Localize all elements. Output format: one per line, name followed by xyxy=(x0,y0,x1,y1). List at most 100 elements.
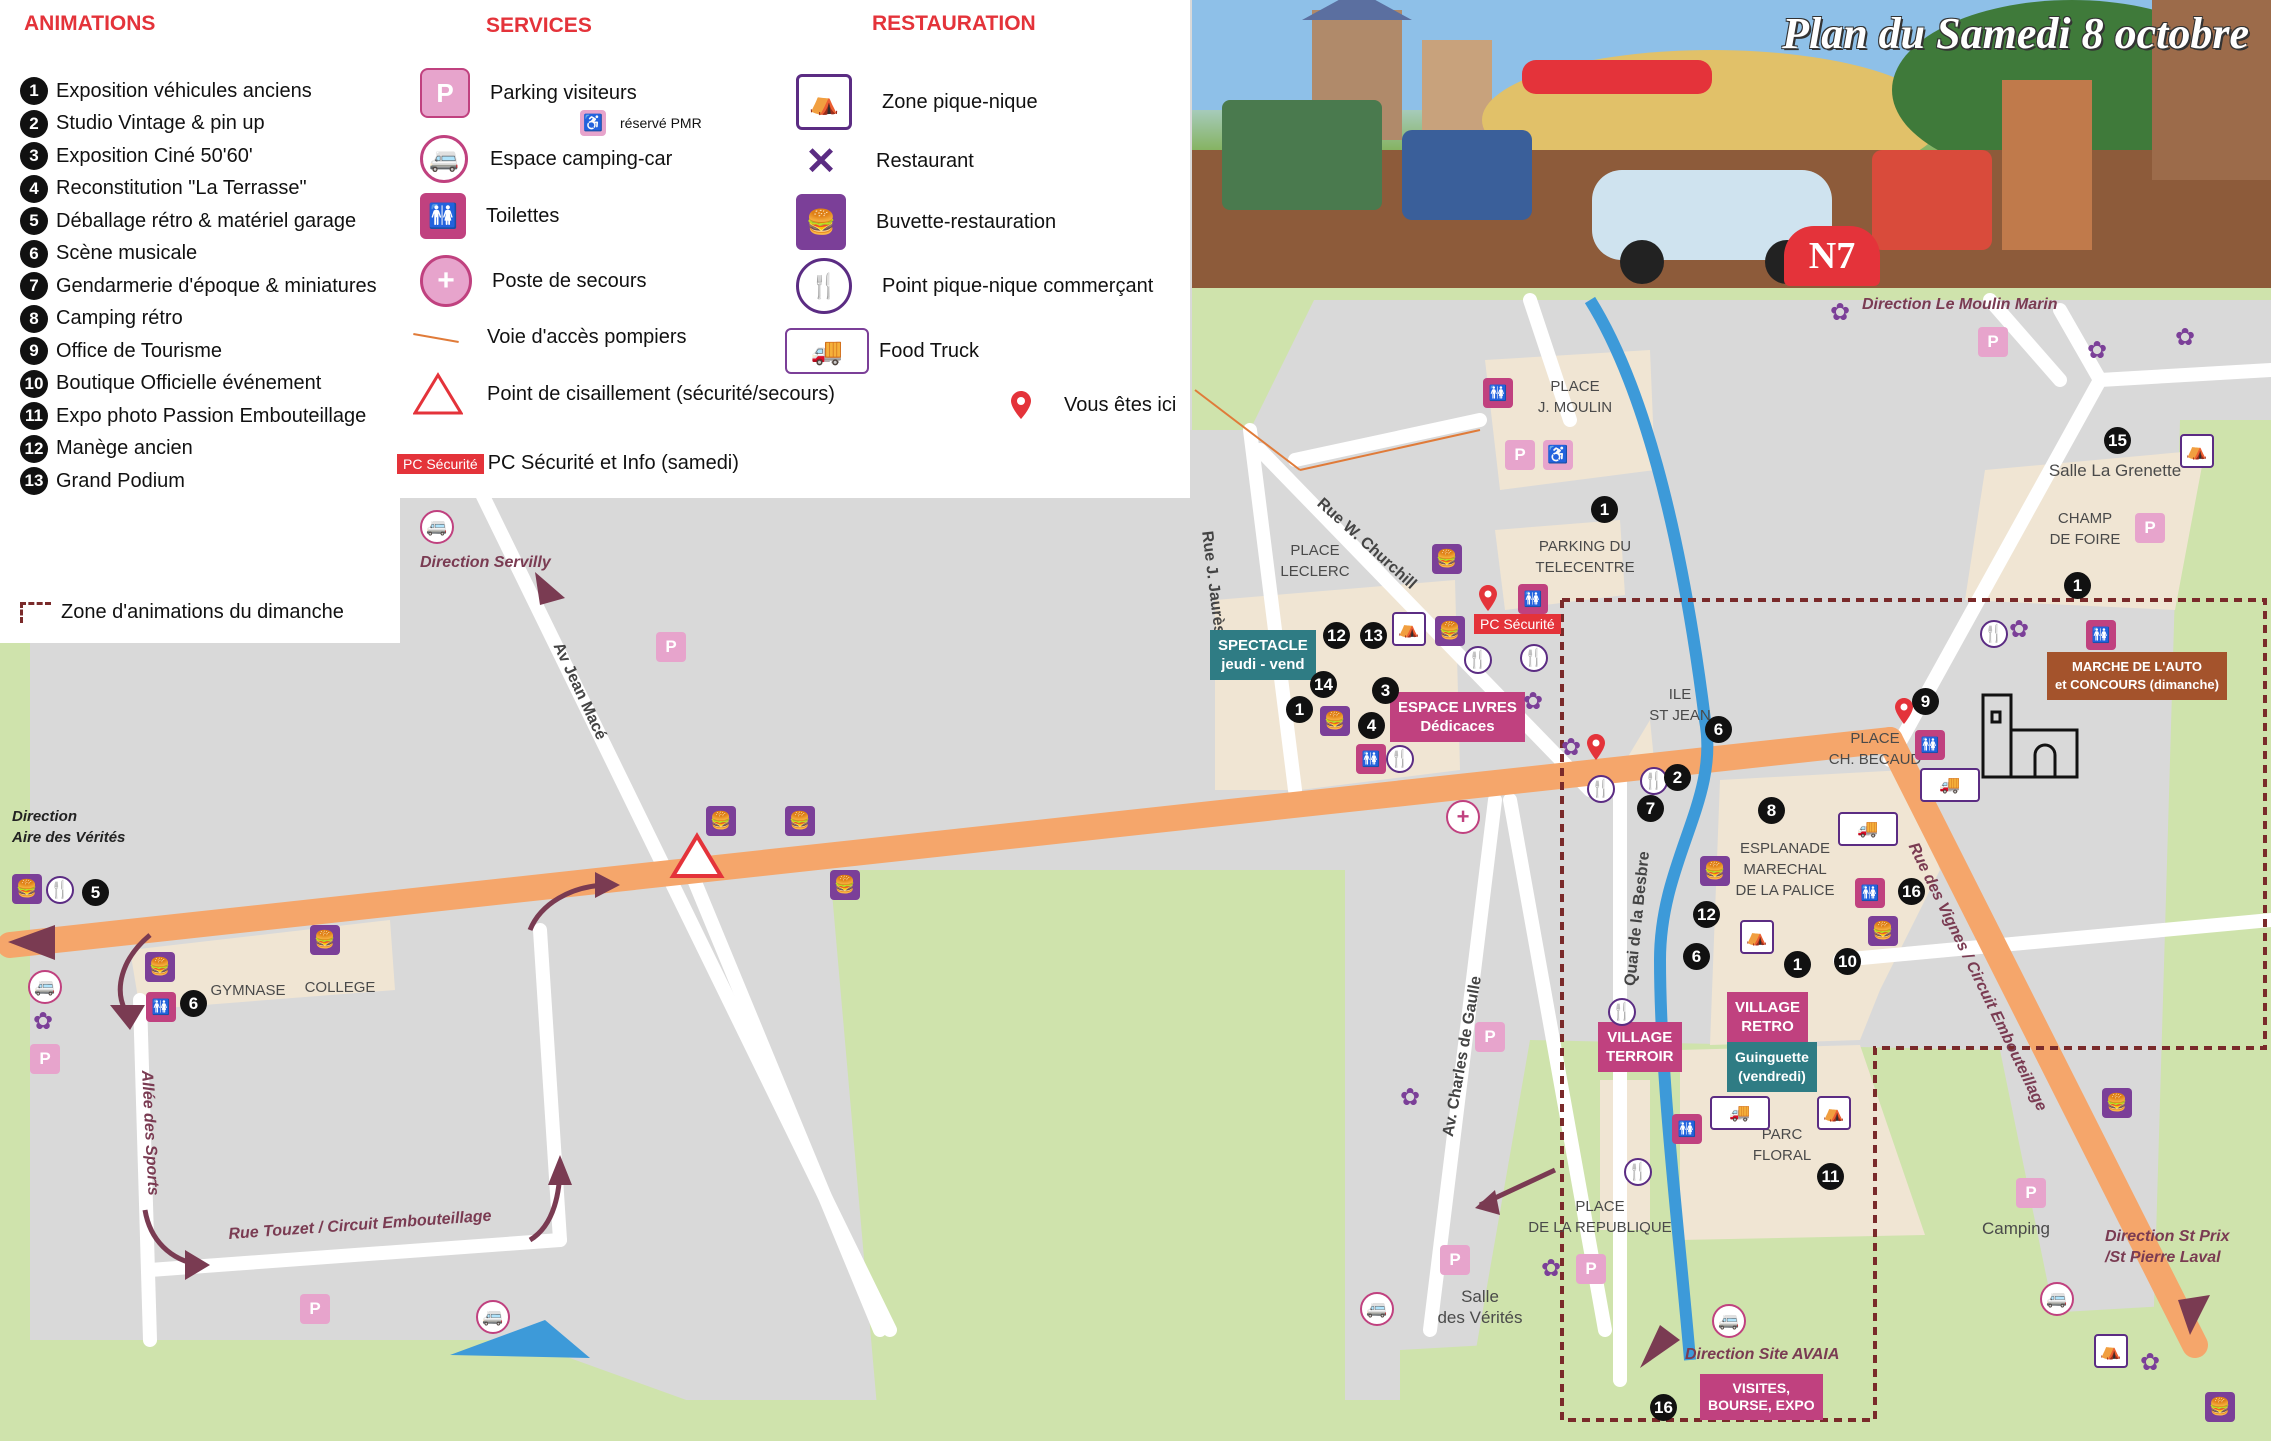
blue-marker-shape xyxy=(450,1320,590,1358)
map-buvette-icon: 🍔 xyxy=(1320,706,1350,736)
tag-marche-auto: MARCHE DE L'AUTO et CONCOURS (dimanche) xyxy=(2047,652,2227,700)
label-college: COLLEGE xyxy=(304,979,376,996)
legend-animation-item: 13 Grand Podium xyxy=(20,466,185,496)
you-are-here-pin xyxy=(1587,734,1605,760)
label-place-moulin: PLACE J. MOULIN xyxy=(1537,378,1613,416)
services-title: SERVICES xyxy=(486,14,592,37)
label-camping: Camping xyxy=(1981,1219,2051,1238)
map-camping-car-icon: 🚐 xyxy=(2040,1282,2074,1316)
legend-pique-nique-label: Zone pique-nique xyxy=(882,90,1038,113)
map-flower-icon: ✿ xyxy=(2086,336,2108,364)
map-picnic-icon: ⛺ xyxy=(1740,920,1774,954)
animation-label: Boutique Officielle événement xyxy=(56,372,322,394)
map-camping-car-icon: 🚐 xyxy=(420,510,454,544)
legend-food-truck: 🚚 Food Truck xyxy=(785,328,979,374)
buvette-icon: 🍔 xyxy=(796,194,846,250)
marker-8: 8 xyxy=(1758,797,1785,824)
marker-16: 16 xyxy=(1898,878,1925,905)
legend-parking-label: Parking visiteurs xyxy=(490,81,637,104)
page-title: Plan du Samedi 8 octobre xyxy=(1782,9,2249,58)
map-pmr-icon: ♿ xyxy=(1543,440,1573,470)
map-toilets-icon: 🚻 xyxy=(1855,878,1885,908)
direction-moulin-marin: Direction Le Moulin Marin xyxy=(1862,296,2058,313)
direction-site-avaia: Direction Site AVAIA xyxy=(1685,1346,1840,1363)
camping-car-icon: 🚐 xyxy=(420,135,468,183)
tag-pc-securite: PC Sécurité xyxy=(1474,614,1561,634)
map-toilets-icon: 🚻 xyxy=(146,992,176,1022)
map-buvette-icon: 🍔 xyxy=(785,806,815,836)
label-salle-grenette: Salle La Grenette xyxy=(2048,461,2182,480)
shear-point-triangle xyxy=(669,832,725,878)
map-parking-icon: P xyxy=(2135,513,2165,543)
marker-15: 15 xyxy=(2104,427,2131,454)
map-camping-car-icon: 🚐 xyxy=(1360,1292,1394,1326)
map-parking-icon: P xyxy=(300,1294,330,1324)
first-aid-icon: + xyxy=(420,255,472,307)
shear-triangle-icon xyxy=(413,372,463,415)
map-parking-icon: P xyxy=(1576,1254,1606,1284)
illustration-shapes xyxy=(1192,0,2271,288)
map-food-truck-icon: 🚚 xyxy=(1710,1096,1770,1130)
map-buvette-icon: 🍔 xyxy=(706,806,736,836)
map-toilets-icon: 🚻 xyxy=(1483,378,1513,408)
animation-label: Reconstitution "La Terrasse" xyxy=(56,177,307,199)
legend-camping-car: 🚐 Espace camping-car xyxy=(420,135,672,183)
legend-commercant-label: Point pique-nique commerçant xyxy=(882,274,1154,297)
map-toilets-icon: 🚻 xyxy=(1915,730,1945,760)
legend-toilettes-label: Toilettes xyxy=(486,204,560,227)
legend-pompiers: Voie d'accès pompiers xyxy=(413,326,686,349)
legend-cisaillement: Point de cisaillement (sécurité/secours) xyxy=(413,372,835,416)
map-picnic-icon: ⛺ xyxy=(1817,1096,1851,1130)
map-camping-car-icon: 🚐 xyxy=(476,1300,510,1334)
marker-10: 10 xyxy=(1834,948,1861,975)
tag-guinguette: Guinguette (vendredi) xyxy=(1727,1042,1817,1092)
fire-access xyxy=(1194,389,1481,471)
marker-16: 16 xyxy=(1650,1394,1677,1421)
animation-label: Gendarmerie d'époque & miniatures xyxy=(56,274,377,297)
map-parking-icon: P xyxy=(1505,440,1535,470)
map-buvette-icon: 🍔 xyxy=(2205,1392,2235,1422)
map-restaurant-icon: 🍴 xyxy=(1464,646,1492,674)
animation-label: Expo photo Passion Embouteillage xyxy=(56,404,367,427)
animation-label: Studio Vintage & pin up xyxy=(56,112,265,134)
legend-parking: P Parking visiteurs xyxy=(420,68,637,118)
map-parking-icon: P xyxy=(2016,1178,2046,1208)
animation-number-badge: 9 xyxy=(20,337,48,365)
animation-label: Camping rétro xyxy=(56,307,183,329)
legend-food-truck-label: Food Truck xyxy=(879,339,980,362)
map-buvette-icon: 🍔 xyxy=(1435,616,1465,646)
legend-camping-car-label: Espace camping-car xyxy=(490,147,673,170)
marker-3: 3 xyxy=(1372,677,1399,704)
circuit-arrows xyxy=(8,572,2210,1368)
map-toilets-icon: 🚻 xyxy=(2086,620,2116,650)
legend-pmr: ♿ réservé PMR xyxy=(580,110,702,136)
animation-number-badge: 3 xyxy=(20,142,48,170)
label-esplanade: ESPLANADE MARECHAL DE LA PALICE xyxy=(1735,840,1835,899)
map-parking-icon: P xyxy=(1440,1245,1470,1275)
fire-access-line-icon xyxy=(413,332,459,343)
animation-number-badge: 8 xyxy=(20,304,48,333)
restauration-title: RESTAURATION xyxy=(872,12,1036,35)
legend-buvette-label: Buvette-restauration xyxy=(876,210,1057,233)
label-gymnase: GYMNASE xyxy=(210,982,286,999)
marker-13: 13 xyxy=(1360,622,1387,649)
animation-number-badge: 13 xyxy=(20,467,48,495)
map-parking-icon: P xyxy=(1978,327,2008,357)
direction-aire-verites: Direction Aire des Vérités xyxy=(12,808,126,846)
animation-number-badge: 4 xyxy=(20,174,48,203)
map-flower-icon: ✿ xyxy=(1829,298,1851,326)
marker-12: 12 xyxy=(1693,901,1720,928)
animation-label: Manège ancien xyxy=(56,437,193,459)
marker-12: 12 xyxy=(1323,622,1350,649)
map-camping-car-icon: 🚐 xyxy=(1712,1304,1746,1338)
animation-label: Grand Podium xyxy=(56,469,185,492)
legend-pc-label: PC Sécurité et Info (samedi) xyxy=(487,452,739,474)
map-picnic-icon: ⛺ xyxy=(1392,612,1426,646)
map-flower-icon: ✿ xyxy=(1522,687,1544,715)
